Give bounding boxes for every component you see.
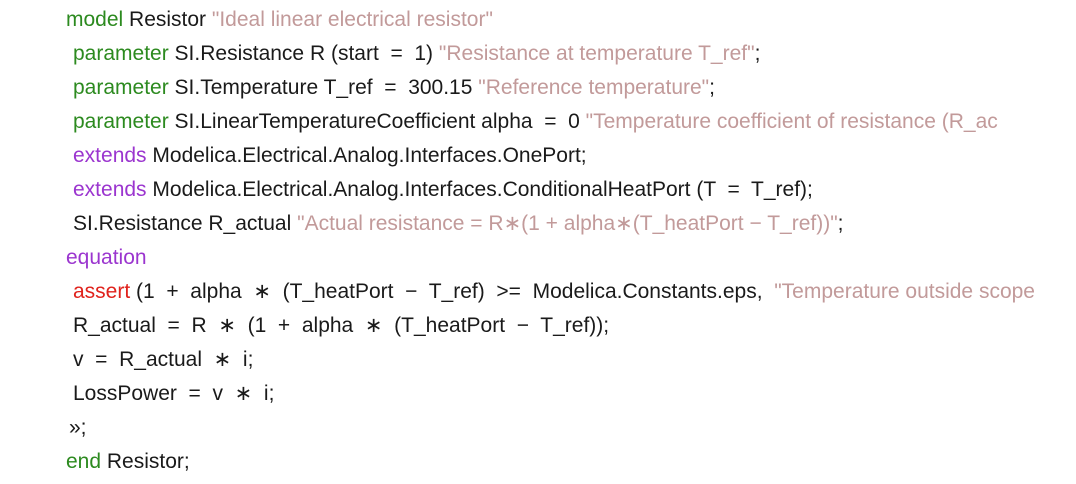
code-line-model: model Resistor "Ideal linear electrical … (0, 3, 1076, 37)
code-line-r-actual-equation: R_actual = R ∗ (1 + alpha ∗ (T_heatPort … (0, 309, 1076, 343)
keyword-end: end (66, 450, 102, 473)
code-line-parameter-tref: parameter SI.Temperature T_ref = 300.15 … (0, 71, 1076, 105)
closing-token: »; (69, 416, 87, 439)
keyword-assert: assert (73, 280, 131, 303)
model-name: Resistor (123, 8, 212, 31)
code-line-equation: equation (0, 241, 1076, 275)
code-line-parameter-r: parameter SI.Resistance R (start = 1) "R… (0, 37, 1076, 71)
keyword-equation: equation (66, 246, 147, 269)
variable-declaration: SI.Resistance R_actual (73, 212, 298, 235)
statement-terminator: ; (709, 76, 715, 99)
variable-description: "Actual resistance = R∗(1 + alpha∗(T_hea… (297, 212, 838, 235)
end-model-name: Resistor; (101, 450, 190, 473)
code-line-assert: assert (1 + alpha ∗ (T_heatPort − T_ref)… (0, 275, 1076, 309)
parameter-description: "Reference temperature" (478, 76, 710, 99)
equation-text: R_actual = R ∗ (1 + alpha ∗ (T_heatPort … (73, 314, 610, 337)
extends-class: Modelica.Electrical.Analog.Interfaces.On… (146, 144, 587, 167)
code-line-extends-oneport: extends Modelica.Electrical.Analog.Inter… (0, 139, 1076, 173)
extends-class: Modelica.Electrical.Analog.Interfaces.Co… (146, 178, 813, 201)
assert-condition: (1 + alpha ∗ (T_heatPort − T_ref) >= Mod… (130, 280, 775, 303)
model-description: "Ideal linear electrical resistor" (211, 8, 493, 31)
parameter-declaration: SI.LinearTemperatureCoefficient alpha = … (168, 110, 586, 133)
code-line-extends-heatport: extends Modelica.Electrical.Analog.Inter… (0, 173, 1076, 207)
code-line-losspower-equation: LossPower = v ∗ i; (0, 377, 1076, 411)
keyword-parameter: parameter (73, 42, 169, 65)
keyword-parameter: parameter (73, 110, 169, 133)
keyword-parameter: parameter (73, 76, 169, 99)
parameter-declaration: SI.Temperature T_ref = 300.15 (168, 76, 479, 99)
parameter-declaration: SI.Resistance R (start = 1) (168, 42, 439, 65)
code-view: model Resistor "Ideal linear electrical … (0, 3, 1076, 481)
code-line-r-actual-declaration: SI.Resistance R_actual "Actual resistanc… (0, 207, 1076, 241)
code-line-closing-guillemet: »; (0, 411, 1076, 445)
parameter-description: "Resistance at temperature T_ref" (438, 42, 755, 65)
keyword-extends: extends (73, 178, 147, 201)
equation-text: LossPower = v ∗ i; (73, 382, 275, 405)
keyword-extends: extends (73, 144, 147, 167)
parameter-description: "Temperature coefficient of resistance (… (585, 110, 998, 133)
assert-message: "Temperature outside scope (774, 280, 1035, 303)
code-line-end: end Resistor; (0, 445, 1076, 479)
code-line-v-equation: v = R_actual ∗ i; (0, 343, 1076, 377)
code-line-parameter-alpha: parameter SI.LinearTemperatureCoefficien… (0, 105, 1076, 139)
equation-text: v = R_actual ∗ i; (73, 348, 254, 371)
keyword-model: model (66, 8, 124, 31)
statement-terminator: ; (754, 42, 761, 65)
statement-terminator: ; (837, 212, 844, 235)
